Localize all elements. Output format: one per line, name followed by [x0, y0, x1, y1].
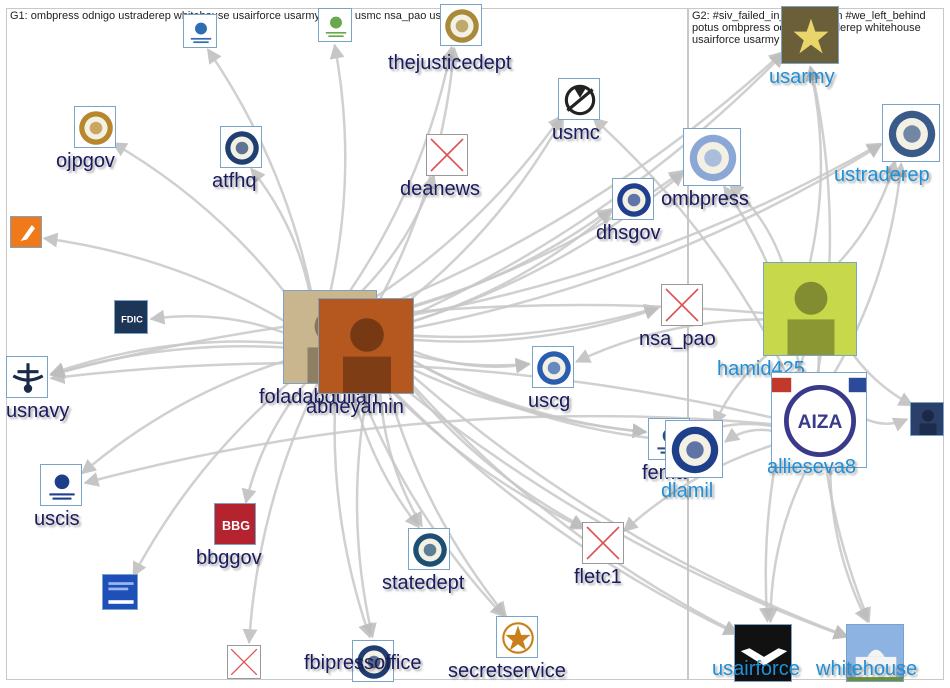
star-badge-icon: [496, 616, 538, 658]
edge-foladabdullah-to-voanews: [132, 372, 301, 578]
node-label: statedept: [382, 572, 465, 594]
edge-foladabdullah-to-ojpgov: [111, 141, 296, 307]
aiza-logo-icon: AIZA: [771, 372, 867, 468]
edge-foladabdullah-to-unknown-bottom: [242, 381, 320, 645]
edge-foladabdullah-to-usmc: [363, 114, 563, 306]
edge-abneyamin-to-dlamil: [411, 359, 665, 446]
node-label: uscis: [34, 508, 80, 530]
edge-allieseva8-to-whitehouse: [828, 466, 869, 624]
seal-icon: [220, 126, 262, 168]
photo-icon: [318, 298, 414, 394]
node-label: ustraderep: [834, 164, 930, 186]
node-label: fletc1: [574, 566, 622, 588]
edge-foladabdullah-to-fbipressoffice: [333, 383, 373, 639]
node-label: atfhq: [212, 170, 257, 192]
node-label: usmc: [552, 122, 600, 144]
edge-foladabdullah-to-deanews: [354, 173, 437, 299]
edge-hamid-to-usarmy: [805, 65, 823, 263]
edge-foladabdullah-to-rferl: [42, 232, 287, 323]
node-label: secretservice: [448, 660, 566, 682]
missing-image-icon: [227, 645, 261, 679]
edge-foladabdullah-to-thejusticedept: [347, 45, 457, 295]
seal-icon: [440, 4, 482, 46]
node-label: dhsgov: [596, 222, 661, 244]
missing-image-icon: [661, 284, 703, 326]
edge-foladabdullah-to-atfhq: [250, 167, 312, 295]
edge-abneyamin-to-uscg: [413, 350, 531, 374]
edge-abneyamin-to-usmc: [396, 115, 565, 311]
edge-foladabdullah-to-epa: [206, 48, 313, 294]
missing-image-icon: [582, 522, 624, 564]
airforce-logo-icon: [734, 624, 792, 682]
edge-foladabdullah-to-fdic-top: [329, 43, 347, 291]
node-label: usnavy: [6, 400, 70, 422]
node-label: usarmy: [769, 66, 835, 88]
svg-text:FDIC: FDIC: [121, 314, 143, 324]
photo-icon: [763, 262, 857, 356]
node-label: bbggov: [196, 547, 262, 569]
node-label: nsa_pao: [639, 328, 716, 350]
node-label: dlamil: [661, 480, 714, 502]
node-label: fbipressoffice: [304, 652, 422, 674]
node-label: thejusticedept: [388, 52, 512, 74]
node-label: usairforce: [712, 658, 800, 680]
edge-hamid-to-uscg: [575, 318, 765, 363]
edge-foladabdullah-to-uscis: [80, 358, 290, 475]
edge-foladabdullah-to-fdic: [149, 309, 284, 334]
rferl-logo-icon: [10, 216, 42, 248]
node-label: allieseva8: [767, 456, 856, 478]
edge-foladabdullah-to-secretservice: [353, 376, 506, 618]
node-label: whitehouse: [816, 658, 918, 680]
edge-foladabdullah-to-usnavy: [49, 340, 284, 377]
node-label: deanews: [400, 178, 481, 200]
dhs-seal-icon: [612, 178, 654, 220]
edge-allieseva8-to-dlamil: [723, 427, 773, 443]
seal-icon: [665, 420, 723, 478]
whitehouse-photo-icon: [846, 624, 904, 682]
photo-icon: [910, 402, 944, 436]
edge-allieseva8-to-usairforce: [762, 466, 809, 624]
svg-text:BBG: BBG: [222, 519, 250, 533]
edge-abneyamin-to-thejusticedept: [378, 46, 461, 301]
edge-abneyamin-to-nsa-pao: [413, 305, 660, 343]
edge-foladabdullah-to-usairforce: [367, 363, 739, 636]
seal-icon: [74, 106, 116, 148]
node-label: ombpress: [661, 188, 749, 210]
epa-logo-icon: [183, 14, 217, 48]
agency-logo-icon: [318, 8, 352, 42]
edge-abneyamin-to-usairforce: [403, 374, 740, 635]
edge-abneyamin-to-statedept: [378, 391, 423, 528]
edge-abneyamin-to-secretservice: [386, 388, 507, 617]
seal-icon: [683, 128, 741, 186]
edge-allieseva8-to-fletc1: [622, 442, 778, 533]
edge-abneyamin-to-usarmy: [404, 52, 785, 320]
voa-logo-icon: [102, 574, 138, 610]
edge-allieseva8-to-potus: [866, 417, 909, 432]
edge-foladabdullah-to-bbggov: [241, 378, 310, 505]
fdic-logo-icon: FDIC: [114, 300, 148, 334]
uscis-logo-icon: [40, 464, 82, 506]
seal-icon: [882, 104, 940, 162]
usmc-emblem-icon: [558, 78, 600, 120]
node-label: uscg: [528, 390, 571, 412]
svg-text:AIZA: AIZA: [798, 412, 843, 433]
edge-allieseva8-to-uscis: [83, 414, 772, 487]
node-label: abneyamin: [306, 396, 404, 418]
edge-foladabdullah-to-statedept: [348, 379, 420, 529]
edge-abneyamin-to-dhsgov: [407, 209, 614, 325]
bbg-logo-icon: BBG: [214, 503, 256, 545]
edge-foladabdullah-to-usarmy: [369, 51, 785, 314]
edge-abneyamin-to-fletc1: [401, 375, 586, 529]
seal-icon: [408, 528, 450, 570]
seal-icon: [352, 640, 394, 682]
edge-hamid-to-ustraderep: [832, 159, 899, 270]
army-logo-icon: [781, 6, 839, 64]
node-label: ojpgov: [56, 150, 115, 172]
navy-emblem-icon: [6, 356, 48, 398]
edge-abneyamin-to-fbipressoffice: [355, 393, 377, 639]
missing-image-icon: [426, 134, 468, 176]
uscg-seal-icon: [532, 346, 574, 388]
